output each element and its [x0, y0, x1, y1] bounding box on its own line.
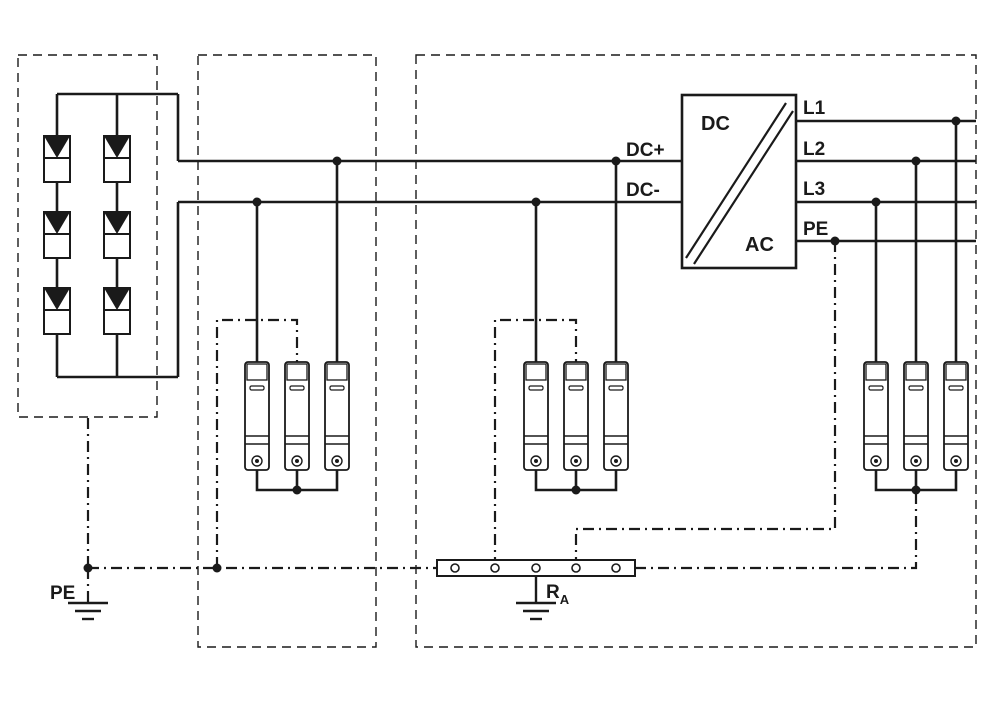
- earthing-lines: [86, 241, 918, 603]
- surge-protector: [563, 361, 589, 471]
- inverter-zone: [415, 54, 977, 648]
- pv-module: [103, 135, 131, 183]
- junction-dot: [252, 197, 262, 207]
- junction-dot: [911, 485, 921, 495]
- inverter-dc-label: DC: [701, 113, 730, 135]
- ra-label: RA: [546, 582, 570, 607]
- dc-plus-label: DC+: [626, 140, 665, 161]
- ra-label-subscript: A: [560, 592, 570, 607]
- surge-protector: [603, 361, 629, 471]
- surge-protector: [244, 361, 270, 471]
- junction-dot: [911, 156, 921, 166]
- junction-dot: [951, 116, 961, 126]
- pe-terminal-label: PE: [803, 219, 828, 240]
- l2-label: L2: [803, 139, 825, 160]
- surge-protector: [284, 361, 310, 471]
- ground-symbol: [68, 601, 108, 621]
- equipotential-bonding-bar: [436, 559, 636, 603]
- ground-symbol: [516, 601, 556, 621]
- junction-dot: [83, 563, 93, 573]
- surge-protector: [324, 361, 350, 471]
- junction-dot: [611, 156, 621, 166]
- spd-bottom-links: [255, 470, 958, 492]
- spd-taps: [255, 121, 958, 362]
- surge-protector: [943, 361, 969, 471]
- junction-dot: [871, 197, 881, 207]
- junction-dot: [212, 563, 222, 573]
- junction-dot: [332, 156, 342, 166]
- pv-module: [103, 211, 131, 259]
- pe-earth-label: PE: [50, 583, 75, 604]
- dc-combiner-zone: [197, 54, 377, 648]
- l3-label: L3: [803, 179, 825, 200]
- surge-protector: [903, 361, 929, 471]
- dc-minus-label: DC-: [626, 180, 660, 201]
- junction-dot: [292, 485, 302, 495]
- l1-label: L1: [803, 98, 826, 119]
- junction-dot: [571, 485, 581, 495]
- junction-dot: [531, 197, 541, 207]
- ra-label-main: R: [546, 582, 560, 603]
- inverter-ac-label: AC: [745, 234, 774, 256]
- pv-array-zone: [17, 54, 158, 418]
- pv-module: [43, 287, 71, 335]
- surge-protector: [863, 361, 889, 471]
- pv-module: [43, 211, 71, 259]
- surge-protector: [523, 361, 549, 471]
- pv-module: [103, 287, 131, 335]
- pv-module: [43, 135, 71, 183]
- inverter: [680, 93, 798, 270]
